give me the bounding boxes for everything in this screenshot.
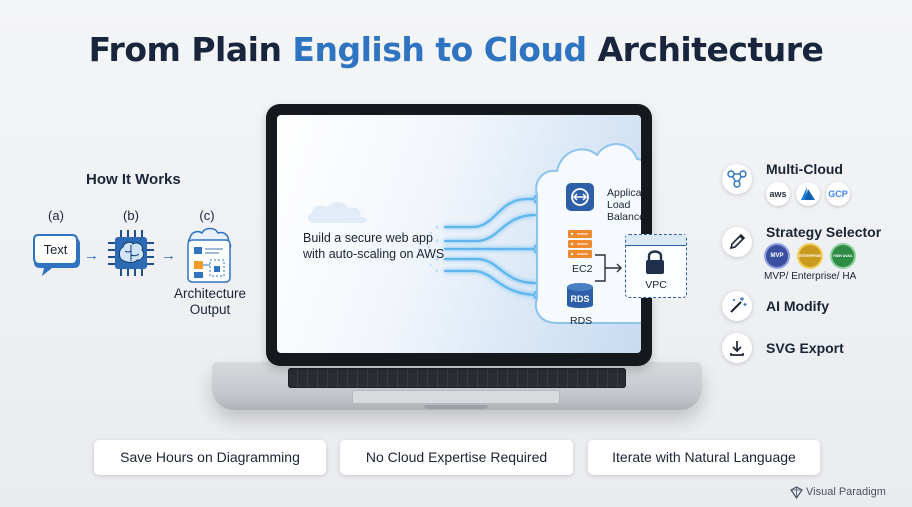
architecture-output-line2: Output <box>189 302 231 317</box>
step-a-letter: (a) <box>48 208 64 223</box>
vpc-header-bar <box>626 235 686 246</box>
step-b-letter: (b) <box>123 208 139 223</box>
lock-icon <box>646 250 664 274</box>
feature-multi-cloud: Multi-Cloud <box>766 161 843 177</box>
title-part-1: From Plain <box>88 30 293 69</box>
arrow-right-icon: → <box>161 247 176 264</box>
decorative-cloud-icon <box>307 202 368 223</box>
rds-label: RDS <box>570 315 593 327</box>
ec2-server-icon <box>567 229 593 259</box>
alb-label-line1: Application <box>607 187 641 199</box>
architecture-diagram-icon <box>185 226 233 284</box>
enterprise-badge: ENTERPRISE <box>799 245 821 267</box>
brand-label: Visual Paradigm <box>806 486 886 498</box>
aws-logo: aws <box>766 182 790 206</box>
pencil-icon <box>722 227 752 257</box>
arrow-right-icon: → <box>84 247 99 264</box>
title-highlight: English to Cloud <box>292 30 587 69</box>
step-c-letter: (c) <box>199 208 215 223</box>
title-part-2: Architecture <box>586 30 824 69</box>
architecture-output-line1: Architecture <box>173 286 247 301</box>
speech-bubble-icon: Text <box>30 232 82 278</box>
laptop-trackpad <box>352 390 560 404</box>
azure-logo-icon <box>796 182 820 206</box>
natural-language-prompt: Build a secure web app with auto-scaling… <box>303 231 445 261</box>
rds-icon-text: RDS <box>570 294 590 304</box>
load-balancer-icon <box>566 183 594 211</box>
ec2-label: EC2 <box>572 263 593 275</box>
alb-label: Application Load Balancer <box>607 187 641 223</box>
gcp-logo: GCP <box>826 182 850 206</box>
ai-brain-chip-icon <box>106 228 156 278</box>
strategy-tiers-label: MVP/ Enterprise/ HA <box>764 271 857 282</box>
download-icon <box>722 333 752 363</box>
alb-label-line2: Load Balancer <box>607 199 641 223</box>
laptop-screen: Application Load Balancer EC2 RDS RDS <box>277 115 641 353</box>
magic-wand-icon <box>722 291 752 321</box>
mvp-badge: MVP <box>766 245 788 267</box>
page-title: From Plain English to Cloud Architecture <box>0 30 912 69</box>
architecture-output-label: Architecture Output <box>160 286 260 318</box>
high-availability-badge: HIGH AVAIL <box>832 245 854 267</box>
how-it-works-title: How It Works <box>86 171 181 188</box>
laptop-keyboard <box>288 368 626 388</box>
feature-strategy-selector: Strategy Selector <box>766 224 882 240</box>
visual-paradigm-logo-icon <box>790 486 803 500</box>
vpc-connector-arrows <box>595 254 622 282</box>
vpc-label: VPC <box>645 279 667 291</box>
benefit-save-hours: Save Hours on Diagramming <box>94 440 326 475</box>
benefit-no-expertise: No Cloud Expertise Required <box>340 440 573 475</box>
benefit-iterate: Iterate with Natural Language <box>588 440 820 475</box>
laptop-notch <box>424 405 488 409</box>
network-nodes-icon <box>722 164 752 194</box>
feature-ai-modify: AI Modify <box>766 298 829 314</box>
speech-bubble-text: Text <box>43 242 68 257</box>
feature-svg-export: SVG Export <box>766 340 844 356</box>
rds-database-icon: RDS <box>565 281 595 311</box>
vpc-box: VPC <box>625 234 687 298</box>
